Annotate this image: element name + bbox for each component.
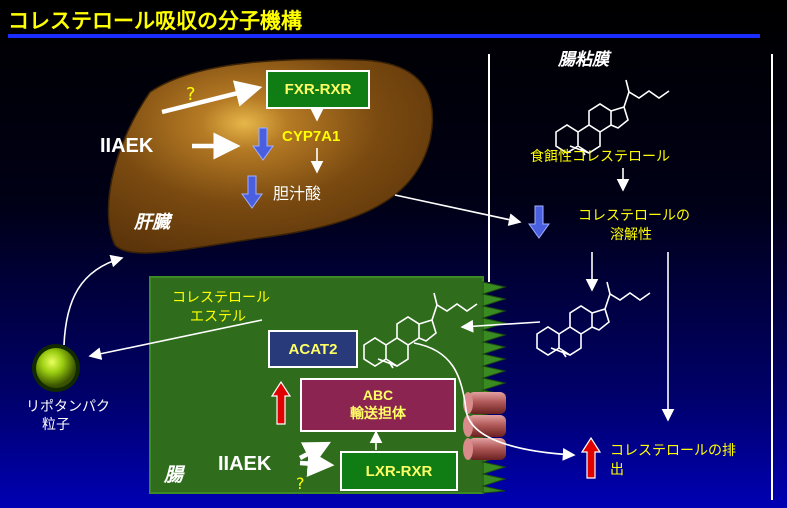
cholesterol-ester-label-line1: コレステロール — [172, 290, 270, 306]
fxr-rxr-box: FXR-RXR — [266, 70, 370, 109]
lipoprotein-label-line2: 粒子 — [42, 417, 70, 433]
title-underline — [8, 34, 760, 38]
bile-acid-label: 胆汁酸 — [273, 184, 322, 203]
down-arrow-icon — [241, 175, 263, 209]
lipoprotein-label-line1: リポタンパク — [26, 399, 110, 415]
lipoprotein-sphere-icon — [32, 344, 80, 392]
intestine-label: 腸 — [164, 464, 184, 486]
cholesterol-ester-label-line2: エステル — [190, 309, 246, 325]
abc-label: ABC — [362, 387, 394, 403]
dietary-cholesterol-label: 食餌性コレステロール — [530, 149, 670, 165]
acat2-label: ACAT2 — [288, 340, 338, 358]
microvilli — [481, 281, 507, 494]
solubility-label-line2: 溶解性 — [610, 227, 652, 243]
down-arrow-icon — [252, 127, 274, 161]
abc-transporter-box: ABC 輸送担体 — [300, 378, 456, 432]
lxr-rxr-box: LXR-RXR — [340, 451, 458, 491]
liver-question-mark: ? — [186, 84, 196, 105]
acat2-box: ACAT2 — [268, 330, 358, 368]
liver-iiaek-label: IIAEK — [100, 135, 154, 157]
page-title: コレステロール吸収の分子機構 — [8, 9, 302, 33]
intestine-iiaek-label: IIAEK — [218, 453, 272, 475]
fxr-rxr-label: FXR-RXR — [284, 81, 352, 98]
excretion-label-line1: コレステロールの排 — [610, 443, 736, 459]
intestine-question-mark: ? — [296, 474, 305, 493]
liver-label: 肝臓 — [134, 212, 170, 233]
cyp7a1-label: CYP7A1 — [282, 128, 341, 145]
lxr-rxr-label: LXR-RXR — [365, 462, 433, 480]
abc-transporter-label: 輸送担体 — [350, 406, 406, 422]
cholesterol-structure-icon — [555, 79, 670, 156]
up-arrow-icon — [580, 436, 602, 479]
transporter-cylinder-icon — [463, 392, 506, 460]
mucosa-label: 腸粘膜 — [558, 50, 609, 70]
up-arrow-icon — [270, 380, 292, 425]
solubility-label-line1: コレステロールの — [578, 208, 690, 224]
excretion-label-line2: 出 — [610, 462, 624, 478]
cholesterol-structure-icon — [536, 281, 651, 358]
down-arrow-icon — [528, 205, 550, 239]
